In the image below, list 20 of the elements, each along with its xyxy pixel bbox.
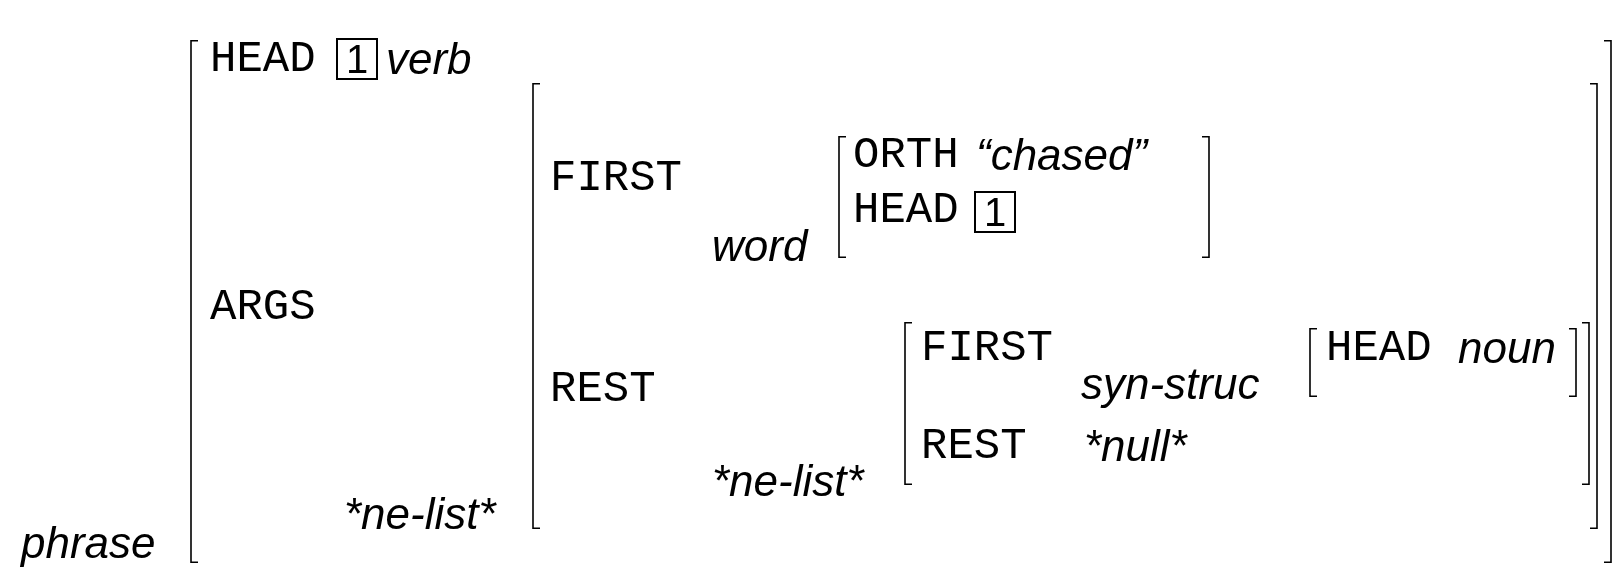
value-text: *null* xyxy=(1084,422,1187,470)
tag-box: 1 xyxy=(336,38,378,80)
attribute-name: FIRST xyxy=(550,154,683,202)
type-label: *ne-list* xyxy=(712,457,864,505)
value-text: noun xyxy=(1458,324,1556,372)
attribute-name: FIRST xyxy=(921,324,1054,372)
attribute-name: HEAD xyxy=(1326,324,1432,372)
attribute-name: ORTH xyxy=(853,131,959,179)
type-label: syn-struc xyxy=(1081,360,1260,408)
value-text: “chased” xyxy=(976,131,1148,179)
type-label: word xyxy=(712,222,808,270)
type-label: phrase xyxy=(21,519,156,567)
value-text: verb xyxy=(386,35,472,83)
attribute-name: REST xyxy=(921,422,1027,470)
attribute-name: HEAD xyxy=(853,186,959,234)
attribute-name: REST xyxy=(550,365,656,413)
tag-box: 1 xyxy=(974,191,1016,233)
attribute-name: HEAD xyxy=(210,35,316,83)
type-label: *ne-list* xyxy=(344,490,496,538)
attribute-name: ARGS xyxy=(210,283,316,331)
